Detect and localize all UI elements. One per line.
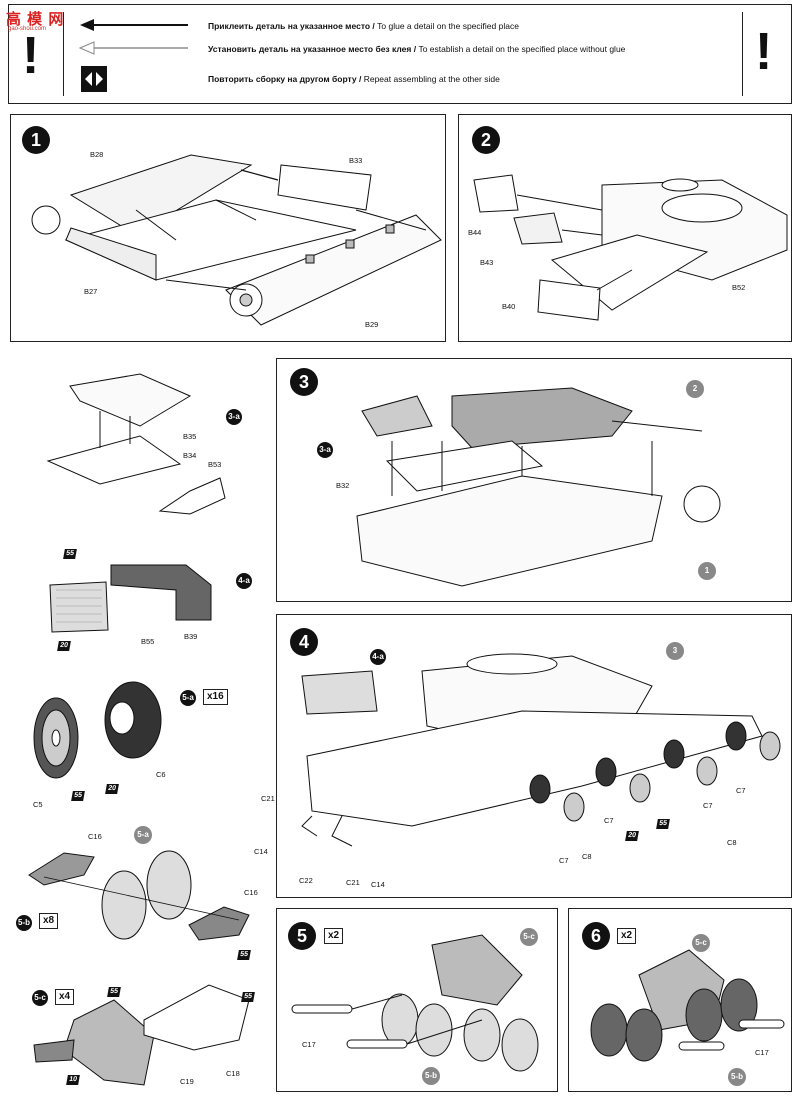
hull-lower-drawing (31, 154, 442, 326)
step-5b-label-c16-a: C16 (88, 832, 102, 841)
step-3a-badge: 3-a (226, 409, 242, 425)
step-4a-label-b39: B39 (184, 632, 198, 641)
road-wheel-drawing (33, 681, 162, 779)
step-1-label-b28: B28 (90, 150, 104, 159)
step-3-ref-3a: 3-a (317, 442, 333, 458)
bogie-assembly-drawing (291, 934, 539, 1072)
step-4-paint-20: 20 (625, 831, 639, 841)
step-5c-paint-10: 10 (66, 1075, 80, 1085)
step-4-ref-3: 3 (666, 642, 684, 660)
step-5c-paint-55-a: 55 (107, 987, 121, 997)
step-5b-label-c16-b: C16 (244, 888, 258, 897)
step-5a-label-c5: C5 (33, 800, 43, 809)
step-5a-label-c6: C6 (156, 770, 166, 779)
repeat-other-side-icon (81, 66, 107, 92)
step-4-label-c14-b: C14 (371, 880, 385, 889)
bogie-housing-drawing (33, 984, 250, 1086)
step-3-label-b32: B32 (336, 481, 350, 490)
step-2-label-b52: B52 (732, 283, 746, 292)
step-3a-label-b34: B34 (183, 451, 197, 460)
step-4-label-c8-b: C8 (727, 838, 737, 847)
step-6-label-c17: C17 (755, 1048, 769, 1057)
step-4-label-c8-a: C8 (582, 852, 592, 861)
legend-divider-left (63, 12, 64, 96)
step-3-ref-1: 1 (698, 562, 716, 580)
step-5-multiplier: x2 (324, 928, 344, 944)
legend-repeat: Повторить сборку на другом борту / Repea… (208, 74, 500, 84)
step-5b-ref-5a: 5-a (134, 826, 152, 844)
no-glue-arrow-icon (78, 41, 188, 55)
step-1-label-b33: B33 (349, 156, 363, 165)
step-1-number: 1 (22, 126, 50, 154)
step-4-label-c7-a: C7 (559, 856, 569, 865)
bogie-arm-drawing (28, 850, 250, 941)
step-5b-badge: 5-b (16, 915, 32, 931)
step-4-label-c21-b: C21 (346, 878, 360, 887)
step-6-multiplier: x2 (617, 928, 637, 944)
step-4a-badge: 4-a (236, 573, 252, 589)
step-5c-multiplier: x4 (55, 989, 75, 1005)
hull-wheels-drawing (301, 653, 781, 847)
step-5-ref-5c: 5-c (520, 928, 538, 946)
legend-divider-right (742, 12, 743, 96)
deck-parts-drawing (46, 373, 226, 515)
step-5-number: 5 (288, 922, 316, 950)
step-6-number: 6 (582, 922, 610, 950)
step-5a-multiplier: x16 (203, 689, 228, 705)
step-4-number: 4 (290, 628, 318, 656)
step-2-label-b40: B40 (502, 302, 516, 311)
step-5b-paint-55: 55 (237, 950, 251, 960)
step-4-label-c7-c: C7 (703, 801, 713, 810)
warning-icon-left: ! (22, 27, 40, 85)
step-5b-multiplier: x8 (39, 913, 59, 929)
bogie-mirror-drawing (590, 949, 785, 1062)
exhaust-cover-drawing (49, 564, 212, 633)
step-3a-label-b35: B35 (183, 432, 197, 441)
step-4a-paint-55: 55 (63, 549, 77, 559)
step-1-label-b27: B27 (84, 287, 98, 296)
step-4-label-c7-b: C7 (604, 816, 614, 825)
step-2-number: 2 (472, 126, 500, 154)
step-6-ref-5b: 5-b (728, 1068, 746, 1086)
step-3-number: 3 (290, 368, 318, 396)
step-3a-label-b53: B53 (208, 460, 222, 469)
step-2-label-b44: B44 (468, 228, 482, 237)
legend-glue: Приклеить деталь на указанное место / To… (208, 21, 519, 31)
step-4-label-c22: C22 (299, 876, 313, 885)
step-3-ref-2: 2 (686, 380, 704, 398)
step-4-ref-4a: 4-a (370, 649, 386, 665)
step-5-ref-5b: 5-b (422, 1067, 440, 1085)
step-5a-paint-20: 20 (105, 784, 119, 794)
step-2-label-b43: B43 (480, 258, 494, 267)
legend-panel (8, 4, 792, 104)
step-5a-paint-55: 55 (71, 791, 85, 801)
site-logo-url: gao-shou.com (8, 26, 47, 32)
site-logo: 高 模 网 (6, 11, 65, 28)
step-5a-badge: 5-a (180, 690, 196, 706)
warning-icon-right: ! (755, 23, 773, 81)
glue-arrow-icon (80, 19, 188, 31)
step-6-ref-5c: 5-c (692, 934, 710, 952)
hull-upper-drawing (473, 174, 788, 321)
step-4-label-c7-d: C7 (736, 786, 746, 795)
step-1-label-b29: B29 (365, 320, 379, 329)
step-5c-label-c19: C19 (180, 1077, 194, 1086)
hull-assembly-drawing (356, 387, 721, 587)
step-4-label-c14-a: C14 (254, 847, 268, 856)
legend-no-glue: Установить деталь на указанное место без… (208, 44, 626, 54)
step-5-label-c17: C17 (302, 1040, 316, 1049)
step-4-label-c21-a: C21 (261, 794, 275, 803)
step-4a-label-b55: B55 (141, 637, 155, 646)
step-4a-paint-20: 20 (57, 641, 71, 651)
step-5c-badge: 5-c (32, 990, 48, 1006)
step-5c-label-c18: C18 (226, 1069, 240, 1078)
step-5c-paint-55-b: 55 (241, 992, 255, 1002)
step-4-paint-55: 55 (656, 819, 670, 829)
